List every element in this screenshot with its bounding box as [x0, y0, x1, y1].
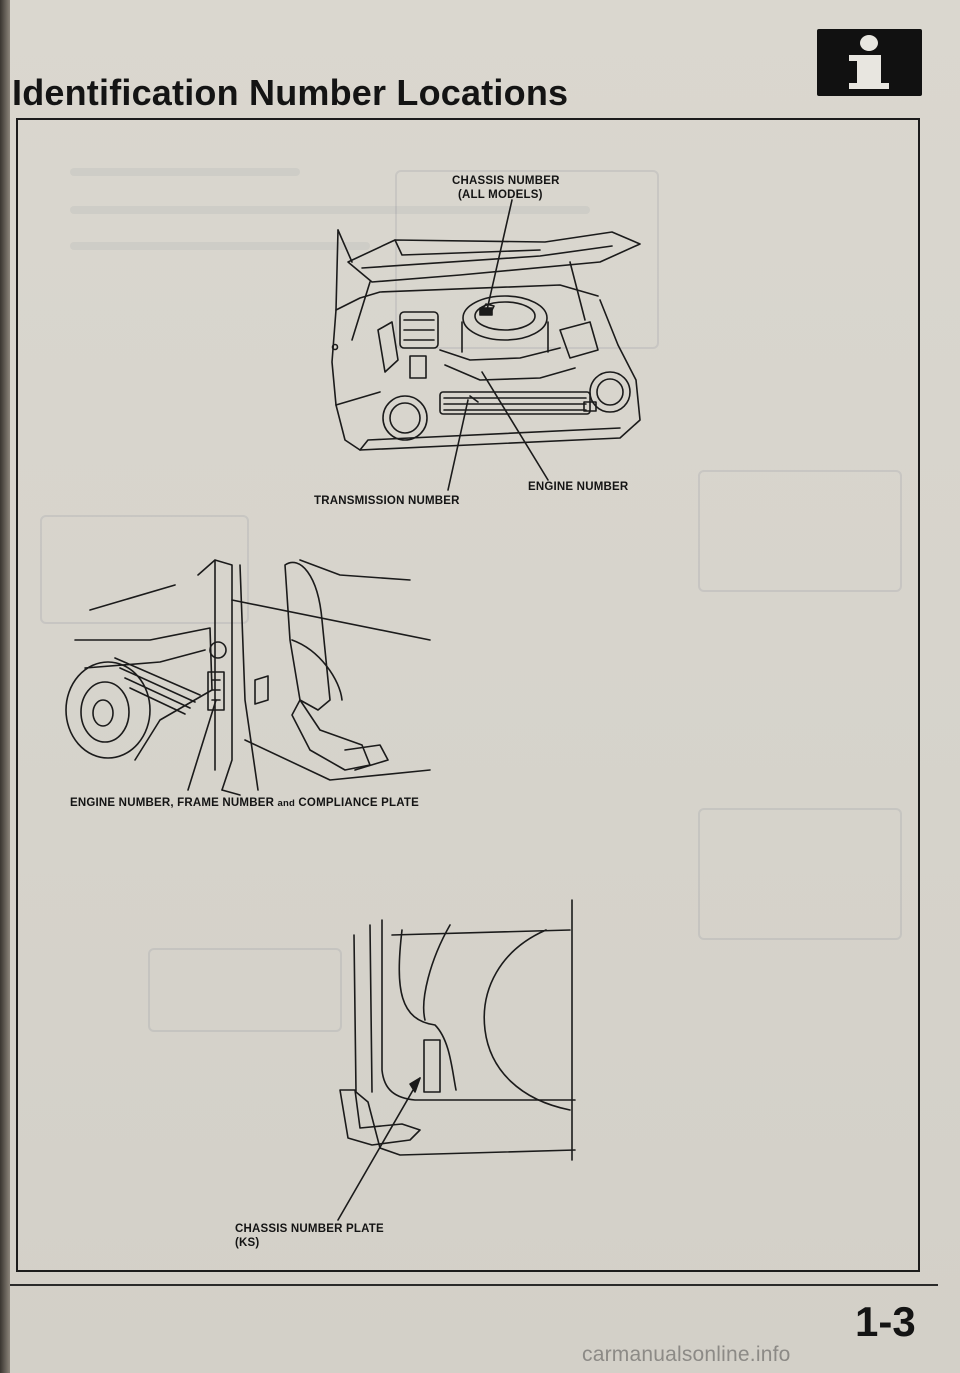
engine-bay-illustration: [331, 199, 641, 491]
transmission-number-label: TRANSMISSION NUMBER: [314, 495, 460, 507]
pillar-plate-label: ENGINE NUMBER, FRAME NUMBER and COMPLIAN…: [70, 796, 419, 811]
chassis-plate-label: CHASSIS NUMBER PLATE: [235, 1223, 384, 1235]
show-through-box: [40, 515, 249, 624]
info-icon: [817, 29, 922, 96]
show-through-box: [698, 808, 902, 940]
binding-edge: [0, 0, 10, 1373]
show-through-text: [70, 206, 590, 214]
show-through-text: [70, 242, 370, 250]
show-through-box: [148, 948, 342, 1032]
pillar-label-and: and: [277, 798, 296, 809]
page-number: 1-3: [855, 1298, 916, 1345]
pillar-label-part2: COMPLIANCE PLATE: [298, 797, 419, 809]
page-title: Identification Number Locations: [12, 72, 569, 113]
trunk-illustration: [337, 899, 576, 1221]
chassis-plate-variant: (KS): [235, 1237, 260, 1249]
content-frame: [16, 118, 920, 1272]
show-through-box: [395, 170, 659, 349]
chassis-number-label: CHASSIS NUMBER: [452, 175, 560, 187]
engine-number-label: ENGINE NUMBER: [528, 481, 629, 493]
chassis-models-label: (ALL MODELS): [458, 189, 543, 201]
show-through-text: [70, 168, 300, 176]
footer-rule: [10, 1284, 938, 1286]
show-through-box: [698, 470, 902, 592]
pillar-label-part1: ENGINE NUMBER, FRAME NUMBER: [70, 797, 275, 809]
watermark-text: carmanualsonline.info: [582, 1343, 791, 1366]
door-pillar-illustration: [65, 559, 431, 796]
